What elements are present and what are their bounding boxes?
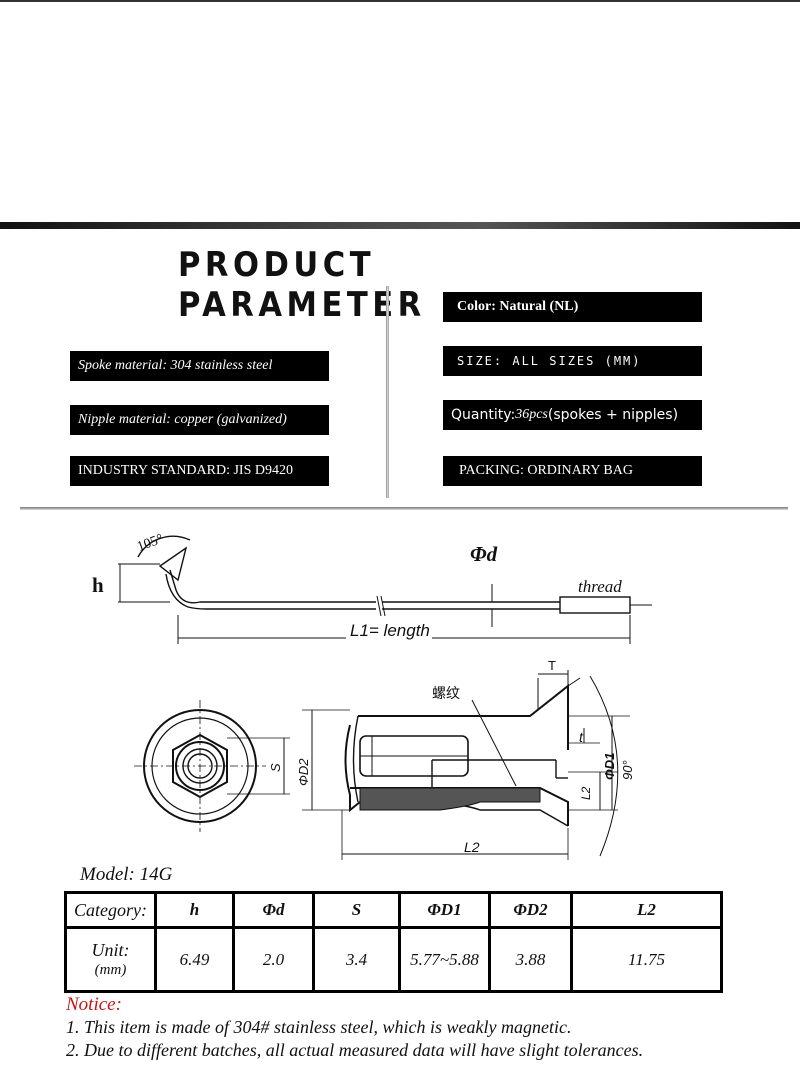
spec-header-row: Category: h Φd S ΦD1 ΦD2 L2 [64, 890, 723, 930]
header-l2: L2 [570, 890, 723, 930]
section-separator-bar [0, 222, 800, 229]
notice-title: Notice: [66, 994, 122, 1015]
model-label: Model: 14G [80, 864, 173, 885]
param-nipple-material: Nipple material: copper (galvanized) [70, 405, 329, 435]
param-size: SIZE: ALL SIZES (MM) [443, 346, 702, 376]
param-color: Color: Natural (NL) [443, 292, 702, 322]
d-label: Φd [470, 542, 498, 566]
param-industry-standard: INDUSTRY STANDARD: JIS D9420 [70, 456, 329, 486]
nipple-body-left [344, 724, 361, 813]
L2-side-label: L2 [579, 786, 593, 800]
spoke-nipple-technical-drawing: 105° h Φd thread L1= length 螺纹 T t S ΦD2… [92, 532, 652, 860]
thread-label: thread [578, 577, 622, 596]
value-s: 3.4 [312, 926, 401, 993]
T-label: T [548, 658, 556, 673]
spoke-bend-top [169, 569, 376, 604]
unit-sub-label: (mm) [94, 961, 127, 978]
unit-cell: Unit: (mm) [64, 926, 157, 993]
spec-table: Category: h Φd S ΦD1 ΦD2 L2 Unit: (mm) 6… [64, 890, 723, 993]
spec-value-row: Unit: (mm) 6.49 2.0 3.4 5.77~5.88 3.88 1… [64, 926, 723, 993]
category-header: Category: [64, 890, 157, 930]
top-border-line [0, 0, 800, 2]
S-label: S [268, 763, 283, 772]
header-h: h [154, 890, 235, 930]
header-d2: ΦD2 [488, 890, 573, 930]
quantity-prefix: Quantity: [451, 407, 516, 423]
thread-leader-line [471, 699, 517, 787]
quantity-suffix: (spokes + nipples) [547, 407, 679, 423]
spoke-head [158, 546, 188, 582]
param-spoke-material: Spoke material: 304 stainless steel [70, 351, 329, 381]
quantity-value: 36pcs [515, 407, 548, 422]
page-title: PRODUCT PARAMETER [178, 245, 426, 325]
angle-arc [137, 535, 191, 558]
angle90-arc [589, 675, 619, 857]
length-label: L1= length [350, 621, 430, 640]
h-label: h [92, 573, 104, 597]
D1-label: ΦD1 [602, 753, 617, 780]
header-d1: ΦD1 [398, 890, 491, 930]
value-l2: 11.75 [570, 926, 723, 993]
angle-90-label: 90° [620, 760, 635, 780]
param-packing: PACKING: ORDINARY BAG [443, 456, 702, 486]
D2-label: ΦD2 [296, 758, 311, 786]
thread-cn-label: 螺纹 [432, 686, 460, 702]
value-d1: 5.77~5.88 [398, 926, 491, 993]
value-d: 2.0 [232, 926, 315, 993]
value-d2: 3.88 [488, 926, 573, 993]
header-d: Φd [232, 890, 315, 930]
t-label: t [579, 729, 584, 745]
spoke-bend-bottom [165, 573, 376, 610]
horizontal-divider [20, 507, 788, 510]
L2-label: L2 [464, 839, 480, 855]
nipple-end-outer [143, 709, 257, 823]
value-h: 6.49 [154, 926, 235, 993]
notice-line-1: 1. This item is made of 304# stainless s… [66, 1017, 572, 1037]
nipple-section-hatch [359, 787, 541, 811]
thread-section [559, 596, 631, 614]
unit-label: Unit: [91, 939, 130, 960]
param-quantity: Quantity:36pcs (spokes + nipples) [443, 400, 702, 430]
angle-105-label: 105° [135, 532, 165, 555]
vertical-divider [386, 286, 389, 498]
nipple-body-top [358, 683, 569, 750]
notice-line-2: 2. Due to different batches, all actual … [66, 1040, 644, 1060]
header-s: S [312, 890, 401, 930]
